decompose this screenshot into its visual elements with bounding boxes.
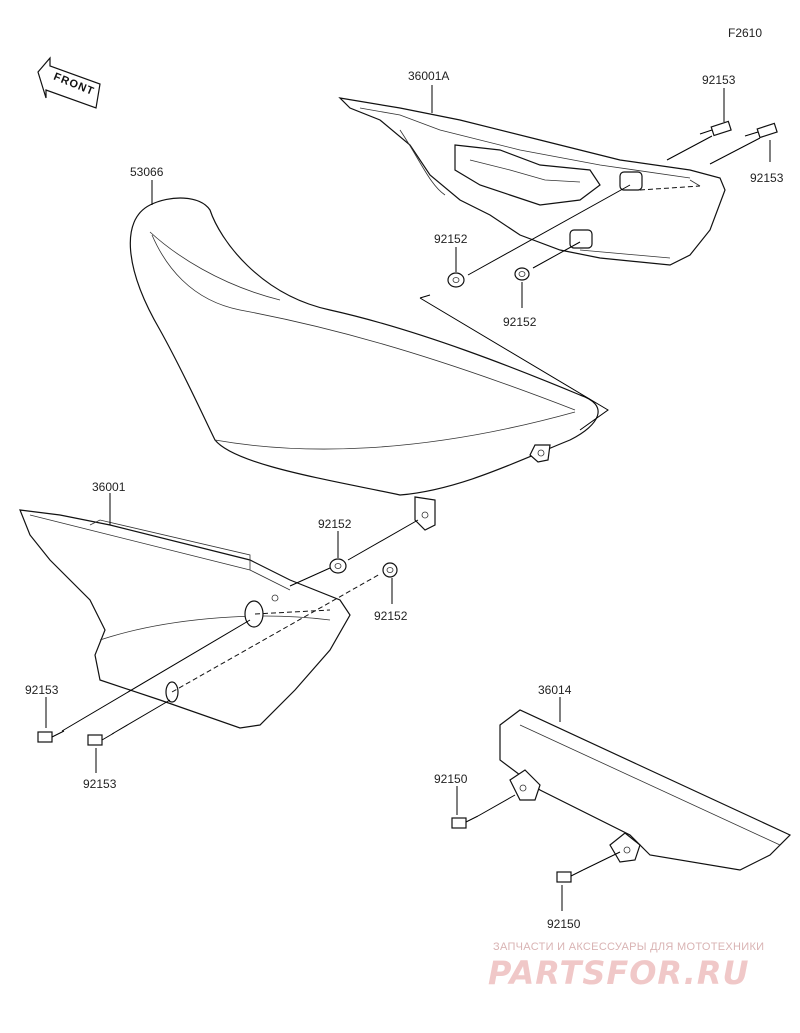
label-seat: 53066 [130,165,164,179]
side-cover-right-drawing [338,97,726,266]
label-bolt: 92153 [750,171,784,185]
label-bolt: 92153 [25,683,59,697]
label-bolt: 92153 [702,73,736,87]
bolt-icon [87,732,115,746]
watermark-brand: PARTSFOR.RU [488,954,749,992]
label-damper: 92152 [503,315,537,329]
label-damper: 92152 [374,609,408,623]
damper-icon [329,558,347,574]
damper-icon [514,267,530,281]
label-damper: 92152 [434,232,468,246]
chain-guard-drawing [499,709,792,871]
label-bolt: 92150 [547,917,581,931]
bolt-icon [37,730,65,743]
label-side-cover-left: 36001 [92,480,126,494]
bolt-icon [556,869,584,883]
bolt-icon [699,120,732,137]
part-labels: 53066 36001A 92153 92153 92152 92152 360… [25,69,784,931]
damper-icon [382,562,398,578]
bolt-icon [744,122,778,139]
label-bolt: 92153 [83,777,117,791]
label-bolt: 92150 [434,772,468,786]
label-damper: 92152 [318,517,352,531]
bolt-icon [451,815,479,829]
watermark-tagline: ЗАПЧАСТИ И АКСЕССУАРЫ ДЛЯ МОТОТЕХНИКИ [493,941,764,953]
diagram-code: F2610 [728,26,762,40]
seat-drawing [129,197,609,531]
leader-lines [45,85,771,911]
label-side-cover-right: 36001A [408,69,449,83]
front-arrow-icon: FRONT [37,56,101,109]
damper-icon [447,272,465,288]
label-chain-guard: 36014 [538,683,572,697]
side-cover-left-drawing [19,509,351,729]
